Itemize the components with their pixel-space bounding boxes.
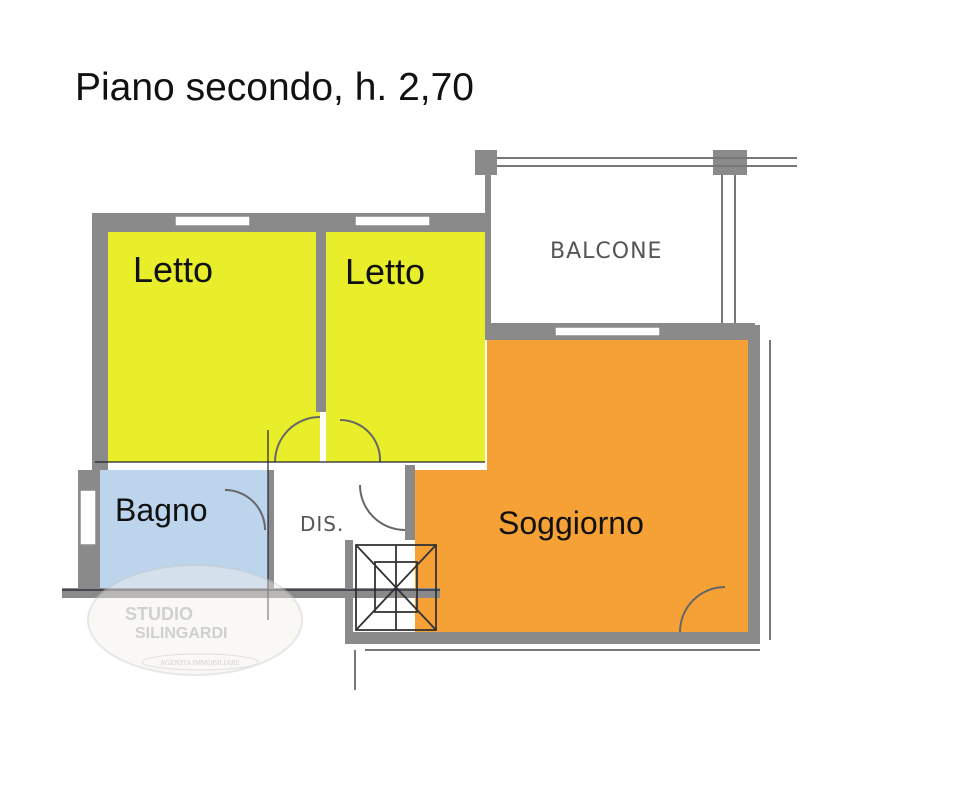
room-label-letto-2: Letto	[345, 251, 425, 292]
stair-icon	[355, 544, 437, 631]
watermark-line2: SILINGARDI	[135, 625, 227, 642]
balcony-railing	[354, 157, 797, 690]
watermark-line1: STUDIO	[125, 604, 193, 624]
reference-lines	[62, 430, 485, 620]
studio-silingardi-watermark: STUDIO SILINGARDI AGENZIA IMMOBILIARE	[87, 564, 303, 676]
room-label-soggiorno: Soggiorno	[498, 505, 644, 541]
door-swings	[224, 416, 726, 633]
room-letto-1-fill	[108, 232, 320, 462]
room-soggiorno-fill	[415, 340, 748, 632]
room-letto-2-fill	[326, 232, 485, 462]
windows	[79, 215, 661, 546]
room-label-balcone: BALCONE	[550, 239, 662, 264]
room-label-dis: DIS.	[300, 512, 344, 536]
room-label-letto-1: Letto	[133, 249, 213, 290]
room-bagno-fill	[100, 470, 268, 588]
watermark-tagline: AGENZIA IMMOBILIARE	[160, 659, 240, 667]
room-label-bagno: Bagno	[115, 492, 208, 528]
floor-title: Piano secondo, h. 2,70	[75, 66, 474, 109]
